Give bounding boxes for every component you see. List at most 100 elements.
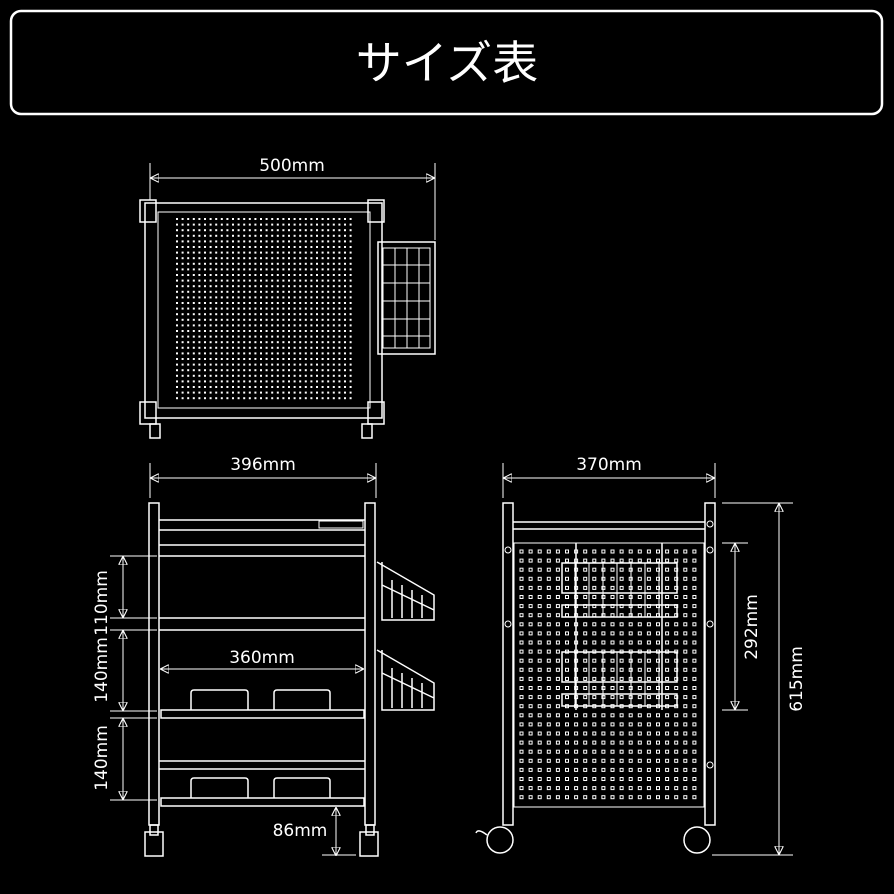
peg-hole [243,335,246,338]
peg-hole [546,631,551,636]
peg-hole [187,307,190,310]
peg-hole [528,613,533,618]
peg-hole [338,363,341,366]
peg-hole [260,223,262,226]
peg-hole [344,374,346,377]
peg-hole [610,695,615,700]
peg-hole [176,369,178,372]
peg-hole [204,358,206,360]
peg-hole [282,386,285,388]
peg-hole [248,363,251,366]
peg-hole [692,613,697,618]
peg-hole [237,341,240,344]
peg-hole [181,352,184,355]
peg-hole [321,262,324,265]
peg-hole [288,391,290,394]
peg-hole [220,352,223,355]
peg-hole [232,251,234,254]
peg-hole [204,234,206,237]
peg-hole [276,391,279,394]
peg-hole [299,234,302,237]
peg-hole [674,595,679,599]
peg-hole [215,268,218,271]
peg-hole [282,307,285,310]
peg-hole [299,229,302,232]
peg-hole [338,341,341,344]
peg-hole [610,740,615,745]
peg-hole [344,279,346,282]
peg-hole [349,330,352,332]
peg-hole [519,622,524,627]
peg-hole [198,285,201,288]
peg-hole [619,713,624,718]
peg-hole [665,686,670,690]
peg-hole [282,358,285,360]
peg-hole [332,386,335,388]
peg-hole [248,229,251,232]
peg-hole [310,251,313,254]
peg-hole [187,285,190,288]
peg-hole [282,257,285,260]
peg-hole [321,274,324,276]
peg-hole [665,758,670,763]
peg-hole [215,246,218,248]
peg-hole [237,302,240,304]
peg-hole [243,234,246,237]
peg-hole [176,274,178,276]
peg-hole [276,346,279,349]
peg-hole [332,369,335,372]
peg-hole [637,749,642,754]
peg-hole [674,786,679,791]
peg-hole [583,667,588,672]
peg-hole [243,324,246,327]
peg-hole [628,622,633,627]
peg-hole [637,576,642,581]
peg-hole [226,346,229,349]
peg-hole [637,585,642,590]
peg-hole [601,758,606,763]
peg-hole [293,386,296,388]
peg-hole [674,631,679,636]
peg-hole [546,786,551,791]
peg-hole [683,749,688,754]
peg-hole [683,549,688,554]
peg-hole [537,767,542,772]
peg-hole [619,631,624,636]
peg-hole [321,346,324,349]
peg-hole [619,585,624,590]
peg-hole [583,631,588,636]
peg-hole [601,786,606,791]
peg-hole [344,251,346,254]
peg-hole [338,262,341,265]
peg-hole [683,567,688,572]
peg-hole [592,558,597,563]
peg-hole [220,302,223,304]
peg-hole [601,713,606,718]
peg-hole [646,576,651,581]
side-basket [377,241,436,355]
peg-hole [332,341,335,344]
peg-hole [243,397,246,400]
peg-hole [260,386,262,388]
peg-hole [619,595,624,599]
peg-hole [265,318,268,321]
peg-hole [344,397,346,400]
peg-hole [610,658,615,663]
peg-hole [176,246,178,248]
hanging-baskets [561,543,678,710]
peg-hole [519,758,524,763]
peg-hole [299,296,302,299]
peg-hole [271,391,274,394]
peg-hole [310,391,313,394]
peg-hole [198,290,201,293]
peg-hole [637,686,642,690]
peg-hole [299,251,302,254]
peg-hole [674,640,679,645]
peg-hole [226,313,229,316]
peg-hole [204,307,206,310]
peg-hole [232,313,234,316]
peg-hole [610,767,615,772]
peg-hole [265,229,268,232]
peg-hole [293,218,296,220]
peg-hole [232,330,234,332]
